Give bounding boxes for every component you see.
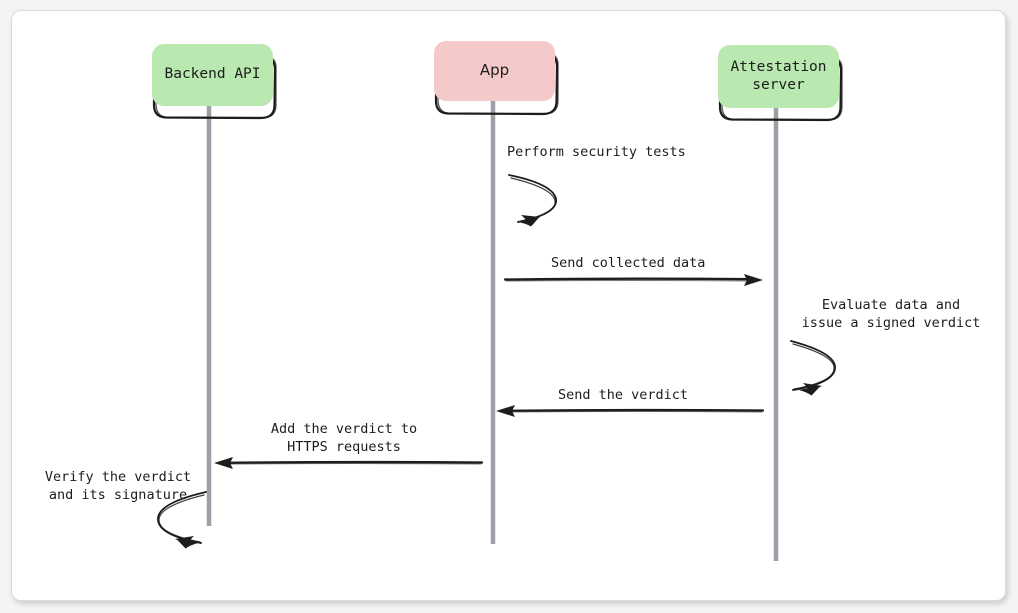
participant-attestation-server-label: Attestation server xyxy=(730,59,827,93)
message-label-verify-verdict-and-signature: Verify the verdict and its signature xyxy=(44,469,192,503)
participant-app-label: App xyxy=(479,61,510,80)
message-label-perform-security-tests: Perform security tests xyxy=(507,144,686,160)
participant-attestation-server[interactable]: Attestation server xyxy=(718,45,839,108)
arrow-perform-security-tests xyxy=(508,174,557,227)
message-label-add-verdict-to-https-requests: Add the verdict to HTTPS requests xyxy=(270,421,418,455)
arrow-verify-verdict-and-signature xyxy=(157,491,207,549)
participant-backend-api[interactable]: Backend API xyxy=(152,44,273,106)
arrow-send-the-verdict xyxy=(496,405,765,417)
message-arrows-group xyxy=(157,174,836,549)
participant-backend-api-label: Backend API xyxy=(164,66,261,83)
lifelines-group xyxy=(206,101,779,561)
arrow-evaluate-data-issue-verdict xyxy=(790,340,836,396)
arrow-add-verdict-to-https-requests xyxy=(214,457,484,469)
diagram-canvas-card: Backend API App Attestation server Perfo… xyxy=(11,10,1006,601)
message-label-send-the-verdict: Send the verdict xyxy=(558,387,689,403)
participant-app[interactable]: App xyxy=(434,41,555,101)
message-label-evaluate-data-issue-verdict: Evaluate data and issue a signed verdict xyxy=(801,297,981,331)
arrow-send-collected-data xyxy=(503,274,763,286)
message-label-send-collected-data: Send collected data xyxy=(551,255,706,271)
